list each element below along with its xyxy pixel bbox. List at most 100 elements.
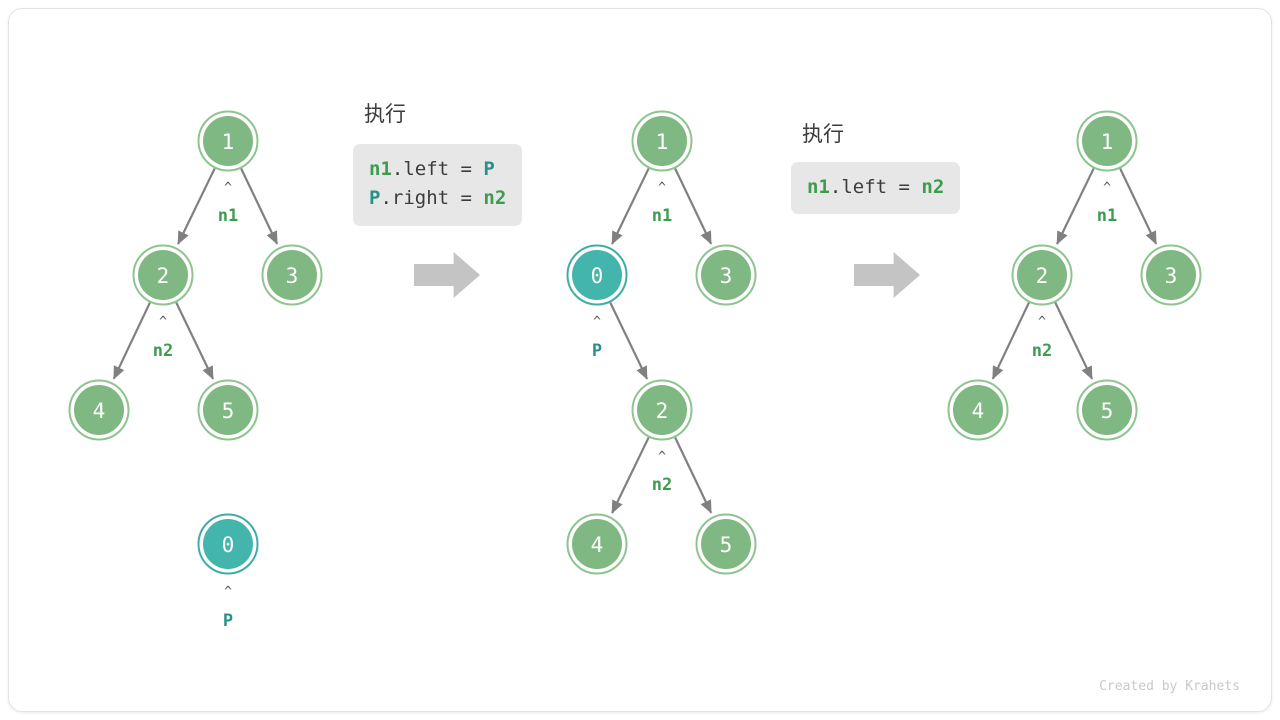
tree-node-circle bbox=[203, 385, 253, 435]
tree-node-value: 4 bbox=[972, 399, 985, 423]
code-token-ptr: P bbox=[483, 158, 495, 180]
tree-edge bbox=[611, 436, 650, 514]
tree-node-circle bbox=[637, 116, 687, 166]
tree-node[interactable]: 4 bbox=[566, 513, 628, 575]
tree-edge bbox=[175, 302, 215, 380]
tree-nodes-layer: 1 2 3 4 5 0 1 0 3 2 4 5 1 2 3 4 5 bbox=[68, 110, 1202, 575]
tree-node-value: 1 bbox=[656, 130, 669, 154]
pointer-caret-icon: ^ bbox=[593, 315, 601, 330]
tree-node-circle bbox=[1017, 250, 1067, 300]
step-transition-arrow-icon bbox=[414, 252, 480, 298]
code-snippet-box: n1.left = n2 bbox=[791, 162, 961, 215]
pointer-caret-icon: ^ bbox=[1038, 315, 1046, 330]
tree-node-outer-ring bbox=[1076, 110, 1138, 172]
tree-node[interactable]: 5 bbox=[1076, 379, 1138, 441]
tree-node[interactable]: 1 bbox=[197, 110, 259, 172]
pointer-label: n1 bbox=[218, 206, 238, 226]
pointer-labels-layer: ^n1^n2^P^n1^P^n2^n1^n2 bbox=[153, 181, 1117, 632]
tree-node-outer-ring bbox=[1011, 244, 1073, 306]
tree-node-circle bbox=[138, 250, 188, 300]
tree-node[interactable]: 2 bbox=[631, 379, 693, 441]
code-token-var: n1 bbox=[807, 176, 830, 198]
step-heading: 执行 bbox=[802, 123, 844, 146]
pointer-label: n1 bbox=[1097, 206, 1117, 226]
pointer-caret-icon: ^ bbox=[224, 585, 232, 600]
watermark-text: Created by Krahets bbox=[1099, 679, 1240, 694]
tree-node[interactable]: 2 bbox=[132, 244, 194, 306]
tree-node[interactable]: 5 bbox=[197, 379, 259, 441]
tree-edge bbox=[112, 302, 151, 380]
tree-node-circle bbox=[203, 519, 253, 569]
code-line: n1.left = n2 bbox=[807, 173, 944, 202]
tree-node-outer-ring bbox=[261, 244, 323, 306]
tree-edge bbox=[609, 302, 649, 380]
tree-node-outer-ring bbox=[695, 513, 757, 575]
tree-node-outer-ring bbox=[197, 513, 259, 575]
code-token-var: n2 bbox=[483, 187, 507, 210]
step-transition-arrow-icon bbox=[854, 252, 920, 298]
tree-node-value: 3 bbox=[286, 264, 299, 288]
block-arrows-layer bbox=[414, 252, 920, 298]
pointer-label: n2 bbox=[652, 475, 672, 495]
tree-node-circle bbox=[953, 385, 1003, 435]
tree-node-value: 0 bbox=[222, 533, 235, 557]
tree-node-outer-ring bbox=[695, 244, 757, 306]
tree-node[interactable]: 2 bbox=[1011, 244, 1073, 306]
tree-node-value: 4 bbox=[591, 533, 604, 557]
tree-node-value: 3 bbox=[720, 264, 733, 288]
tree-node-value: 5 bbox=[222, 399, 235, 423]
code-token-var: n2 bbox=[921, 176, 945, 198]
pointer-label: P bbox=[223, 611, 233, 631]
tree-edges-layer bbox=[112, 167, 1158, 514]
tree-node-value: 2 bbox=[1036, 264, 1049, 288]
tree-node[interactable]: 4 bbox=[68, 379, 130, 441]
tree-edge bbox=[1119, 168, 1158, 245]
tree-node-value: 2 bbox=[656, 399, 669, 423]
code-token-op: .left = bbox=[391, 158, 484, 180]
tree-node-circle bbox=[1082, 116, 1132, 166]
tree-node-circle bbox=[1082, 385, 1132, 435]
tree-edge bbox=[1054, 302, 1094, 380]
step-heading: 执行 bbox=[364, 103, 406, 126]
pointer-label: n1 bbox=[652, 206, 672, 226]
tree-edge bbox=[177, 167, 216, 245]
code-token-op: .right = bbox=[380, 187, 484, 210]
tree-node-circle bbox=[572, 519, 622, 569]
tree-node[interactable]: 4 bbox=[947, 379, 1009, 441]
tree-node-outer-ring bbox=[631, 379, 693, 441]
tree-node[interactable]: 1 bbox=[631, 110, 693, 172]
tree-edge bbox=[674, 168, 713, 245]
pointer-caret-icon: ^ bbox=[224, 181, 232, 196]
tree-node-circle bbox=[1146, 250, 1196, 300]
tree-node-outer-ring bbox=[1076, 379, 1138, 441]
tree-node-circle bbox=[637, 385, 687, 435]
tree-node-circle bbox=[572, 250, 622, 300]
tree-node[interactable]: 0 bbox=[566, 244, 628, 306]
tree-node-value: 1 bbox=[222, 130, 235, 154]
tree-node-circle bbox=[701, 250, 751, 300]
tree-node[interactable]: 3 bbox=[1140, 244, 1202, 306]
tree-edge bbox=[991, 302, 1030, 380]
tree-node[interactable]: 0 bbox=[197, 513, 259, 575]
tree-node-circle bbox=[203, 116, 253, 166]
code-line: P.right = n2 bbox=[369, 184, 506, 213]
tree-edge bbox=[1056, 167, 1095, 245]
tree-node[interactable]: 3 bbox=[261, 244, 323, 306]
tree-node[interactable]: 5 bbox=[695, 513, 757, 575]
pointer-caret-icon: ^ bbox=[658, 181, 666, 196]
pointer-label: n2 bbox=[153, 341, 173, 361]
pointer-caret-icon: ^ bbox=[159, 315, 167, 330]
tree-node-outer-ring bbox=[566, 244, 628, 306]
tree-edge bbox=[674, 437, 713, 514]
tree-node[interactable]: 3 bbox=[695, 244, 757, 306]
pointer-label: P bbox=[592, 341, 602, 361]
tree-node-outer-ring bbox=[197, 379, 259, 441]
pointer-caret-icon: ^ bbox=[658, 450, 666, 465]
tree-node-outer-ring bbox=[566, 513, 628, 575]
tree-node-value: 0 bbox=[591, 264, 604, 288]
code-line: n1.left = P bbox=[369, 155, 506, 184]
tree-node-outer-ring bbox=[132, 244, 194, 306]
tree-node[interactable]: 1 bbox=[1076, 110, 1138, 172]
